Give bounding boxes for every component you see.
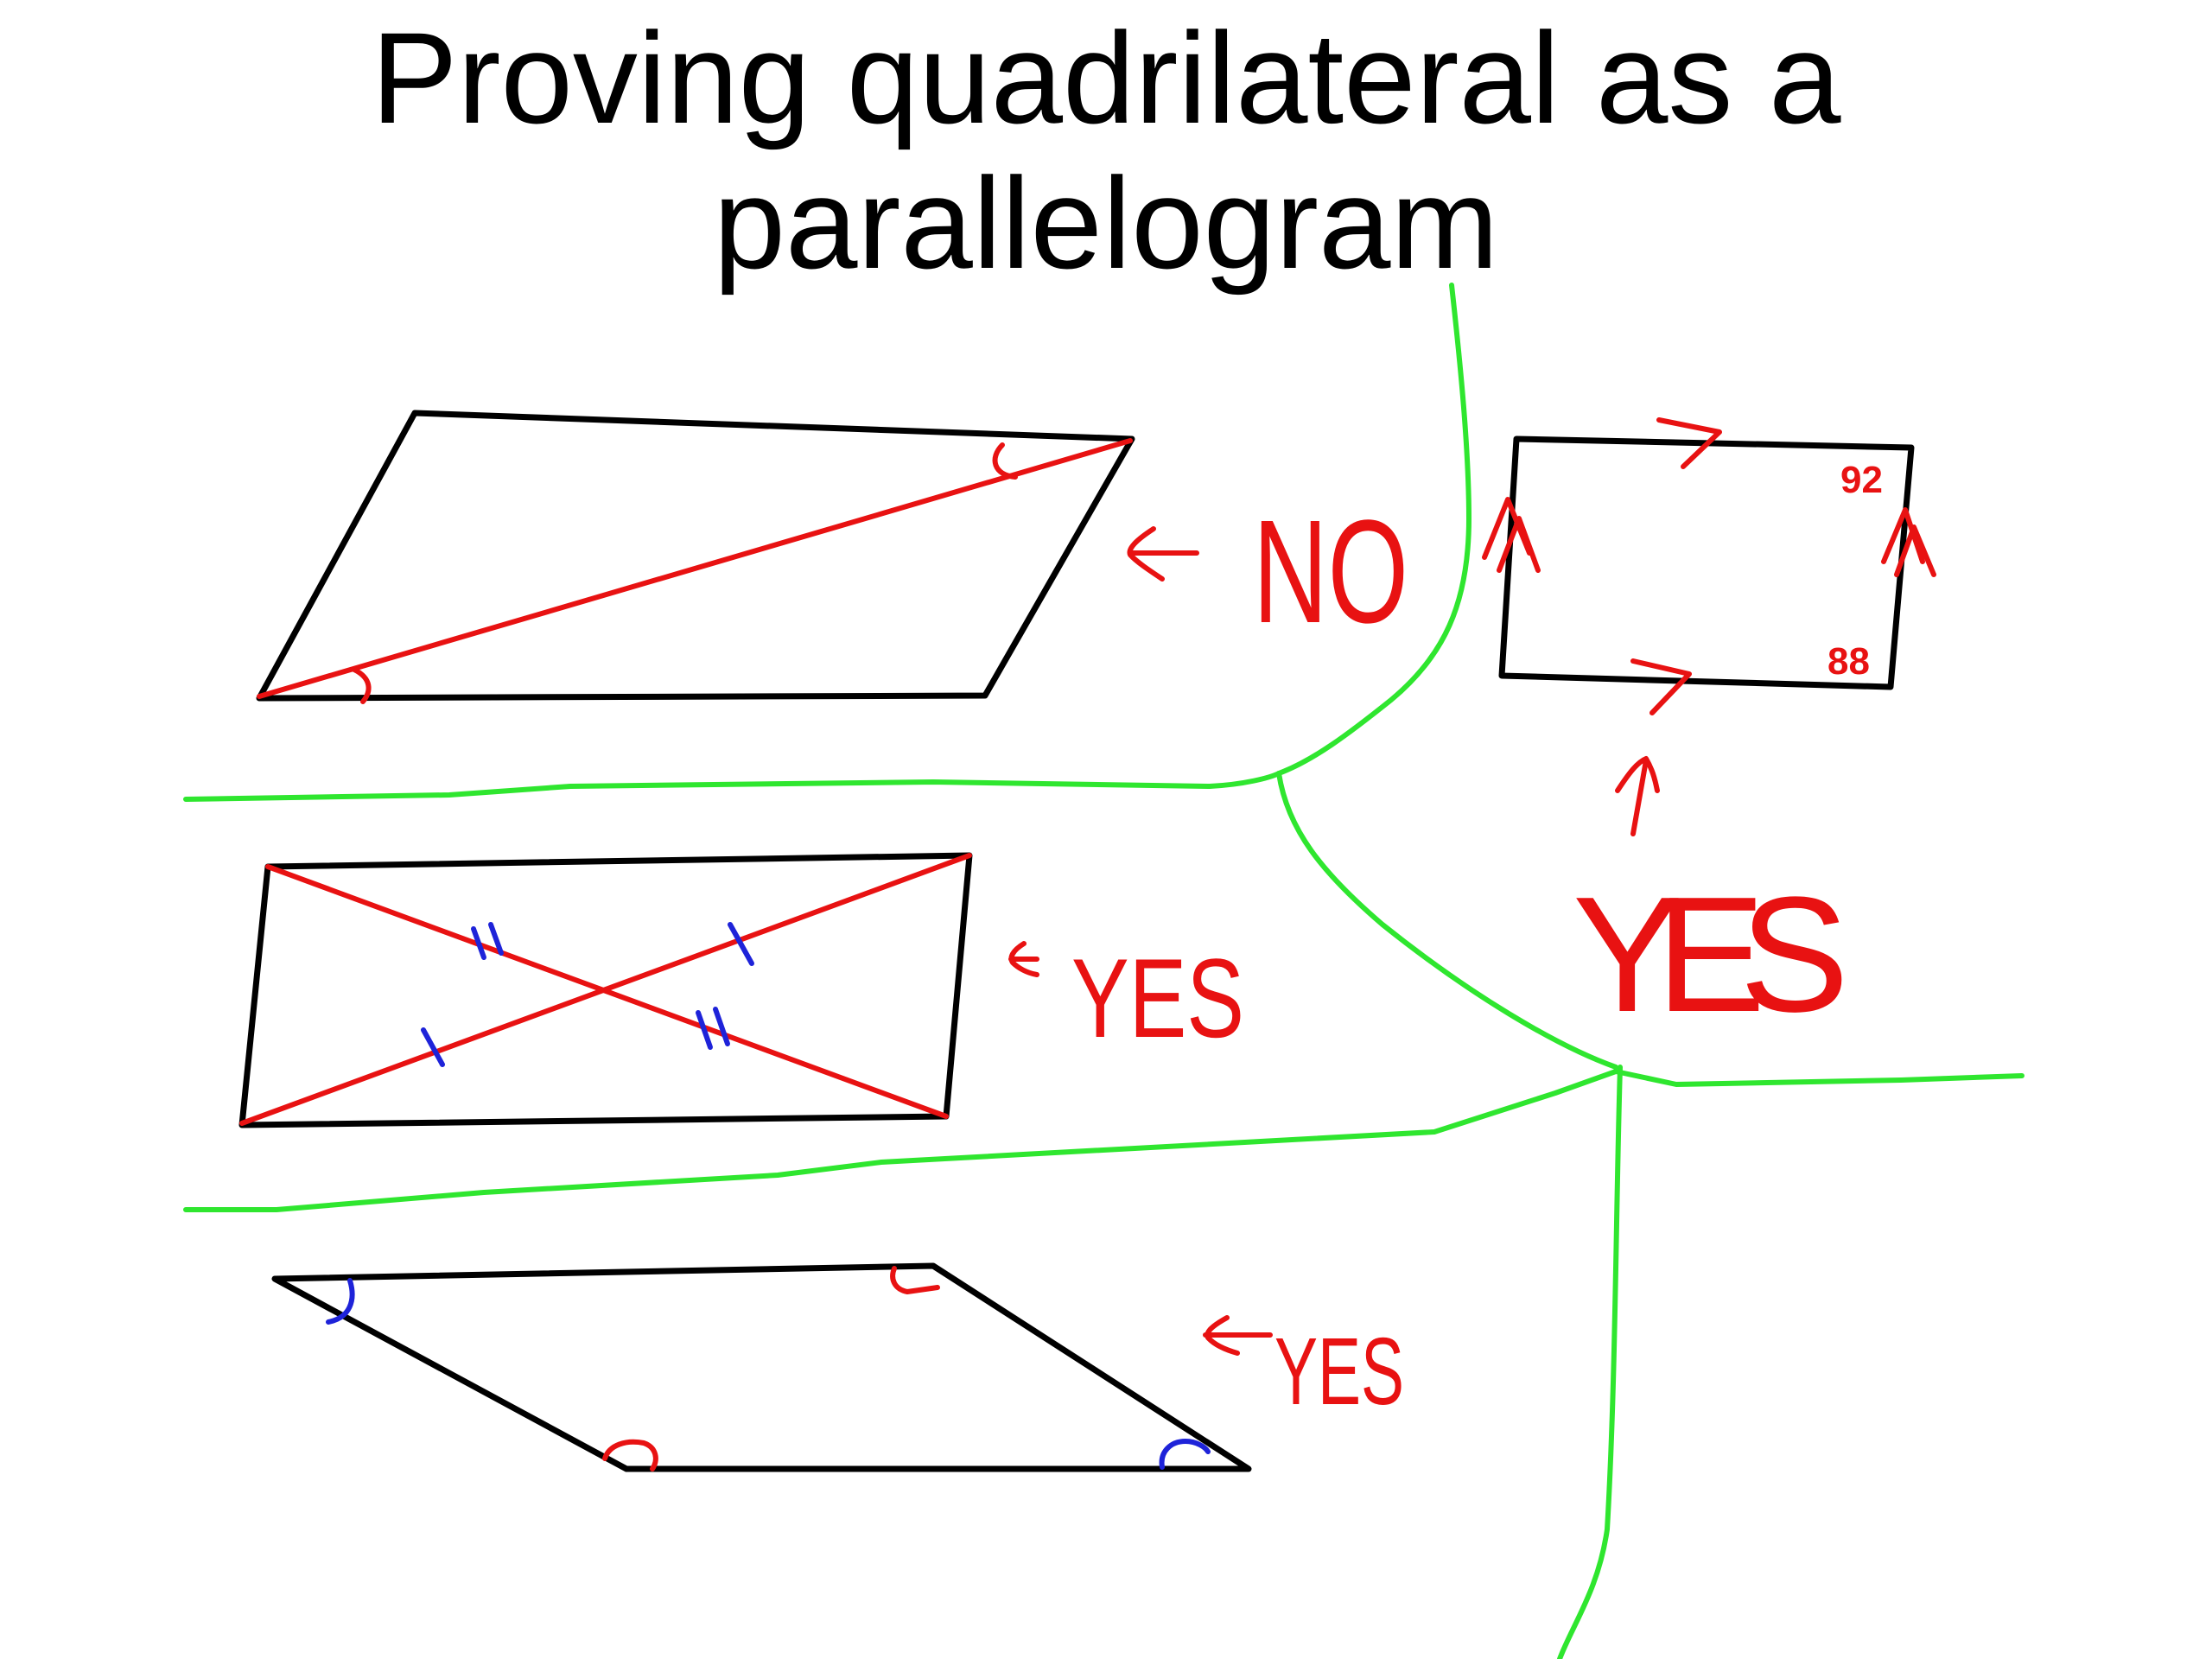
title-line-1: Proving quadrilateral as a <box>371 5 1841 150</box>
divider-lines <box>183 283 2024 1659</box>
angle-mark-bottom-left <box>352 667 372 704</box>
double-tick-upper-left <box>471 922 504 960</box>
shape-1-group <box>256 410 1135 704</box>
title-line-2: parallelogram <box>713 150 1499 296</box>
parallelogram-2-diagonal-b <box>239 853 972 1126</box>
arrow-left-small-icon <box>1008 941 1039 977</box>
shape-3-group <box>271 1262 1252 1472</box>
double-arrow-left <box>1482 497 1541 573</box>
parallelogram-1-diagonal <box>257 438 1133 699</box>
parallelogram-1 <box>256 410 1135 702</box>
double-tick-lower-right <box>696 1007 730 1050</box>
arrow-up-icon <box>1615 756 1660 836</box>
angle-mark-3-bottom-right <box>1159 1439 1211 1470</box>
angle-value-top: 92 <box>1840 459 1883 501</box>
angle-value-bottom: 88 <box>1827 640 1870 683</box>
label-yes-1: YES <box>1573 863 1849 1046</box>
divider-vertical-bottom <box>1557 1065 1623 1659</box>
parallel-arrow-bottom <box>1630 658 1692 715</box>
arrow-left-icon <box>1127 526 1199 582</box>
label-yes-2: YES <box>1071 935 1244 1061</box>
parallelogram-3 <box>271 1262 1252 1472</box>
arrow-left-small-icon-2 <box>1203 1315 1273 1356</box>
divider-row-1 <box>183 771 1281 802</box>
angle-mark-3-top-left <box>326 1278 355 1325</box>
angle-mark-top-right <box>992 442 1018 480</box>
double-arrow-right <box>1881 507 1936 577</box>
label-yes-3-group: YES <box>1203 1315 1404 1425</box>
parallel-arrow-top <box>1656 417 1722 469</box>
quadrilateral-4 <box>1498 435 1915 690</box>
divider-right <box>1613 1069 2024 1087</box>
shape-4-group: 92 88 <box>1482 417 1936 715</box>
label-yes-1-group: YES <box>1573 756 1849 1046</box>
single-tick-upper-right <box>728 922 754 966</box>
label-no: NO <box>1253 490 1408 654</box>
label-yes-3: YES <box>1274 1319 1404 1425</box>
slide-title: Proving quadrilateral as a parallelogram <box>0 5 2212 296</box>
label-yes-2-group: YES <box>1008 935 1244 1061</box>
label-no-group: NO <box>1127 490 1408 654</box>
shape-2-group <box>238 852 973 1128</box>
single-tick-lower-left <box>421 1027 445 1067</box>
angle-mark-3-top-right <box>890 1266 940 1294</box>
divider-vertical-top <box>1276 283 1471 776</box>
angle-mark-3-bottom-left <box>602 1439 658 1471</box>
divider-row-2 <box>183 1069 1618 1212</box>
divider-diagonal <box>1276 771 1618 1070</box>
